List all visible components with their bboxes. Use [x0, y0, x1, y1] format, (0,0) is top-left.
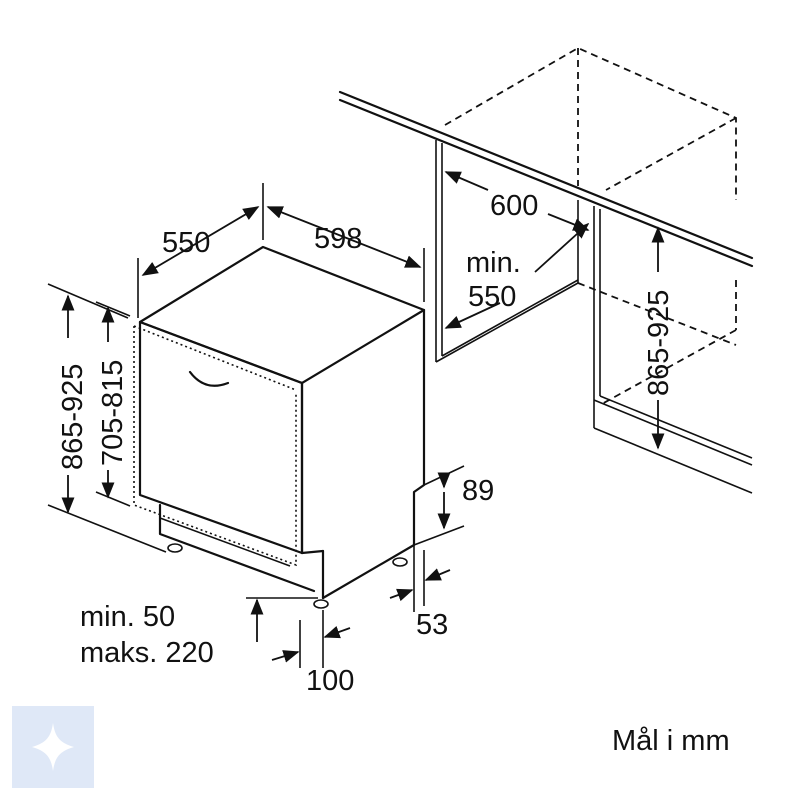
sparkle-badge	[12, 706, 94, 788]
door-handle	[188, 370, 230, 387]
dim-598-label: 598	[314, 223, 362, 255]
dim-53-label: 53	[416, 609, 448, 641]
dim-865-925-left-label: 865-925	[57, 364, 89, 470]
dim-550-label: 550	[162, 227, 210, 259]
dim-865-925-right-label: 865-925	[643, 290, 675, 396]
foot-front-right	[313, 599, 329, 609]
dim-min-50-label: min. 50	[80, 601, 175, 633]
dim-600-label: 600	[490, 190, 538, 222]
niche-outline	[338, 46, 754, 494]
dim-705-815-label: 705-815	[97, 360, 129, 466]
sparkle-icon	[32, 723, 74, 771]
dim-100-label: 100	[306, 665, 354, 697]
foot-front-left	[167, 543, 183, 553]
dim-maks-220-label: maks. 220	[80, 637, 214, 669]
dim-min-550-label: 550	[468, 281, 516, 313]
dim-89-label: 89	[462, 475, 494, 507]
units-note: Mål i mm	[612, 725, 730, 757]
dimension-lines	[47, 171, 665, 668]
foot-rear-right	[392, 557, 408, 567]
dishwasher-body	[133, 245, 426, 609]
dim-min-label: min.	[466, 247, 521, 279]
